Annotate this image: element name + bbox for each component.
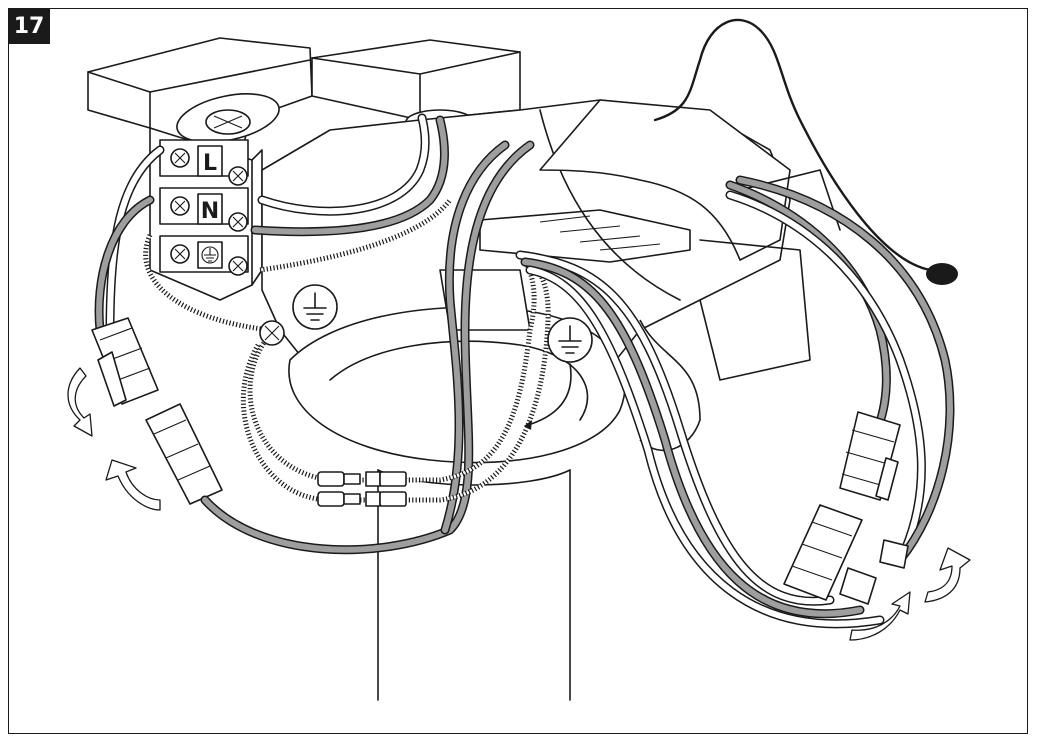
neutral-cable <box>250 113 449 237</box>
terminal-earth-icon <box>197 241 223 269</box>
down-rod <box>377 469 571 701</box>
earth-ground-symbol <box>524 317 593 430</box>
earth-screw-icon <box>259 320 285 346</box>
curved-arrow-icon <box>67 367 971 641</box>
step-number-badge: 17 <box>8 8 50 44</box>
spade-connectors <box>317 471 407 507</box>
antenna-wire <box>653 18 958 285</box>
right-connector-pair <box>783 411 909 605</box>
earth-ground-symbol <box>292 284 338 330</box>
left-connector-pair <box>91 317 223 505</box>
terminal-screw-icon <box>170 148 248 276</box>
terminal-label-neutral: N <box>201 199 219 224</box>
right-cable-bundle <box>515 175 955 629</box>
left-supply-cable <box>94 145 165 335</box>
terminal-block: L N <box>149 127 263 301</box>
lower-loop-cable <box>200 140 535 555</box>
terminal-label-live: L <box>203 151 217 176</box>
earth-braid-wires <box>143 198 551 503</box>
figure-frame <box>8 8 1028 734</box>
